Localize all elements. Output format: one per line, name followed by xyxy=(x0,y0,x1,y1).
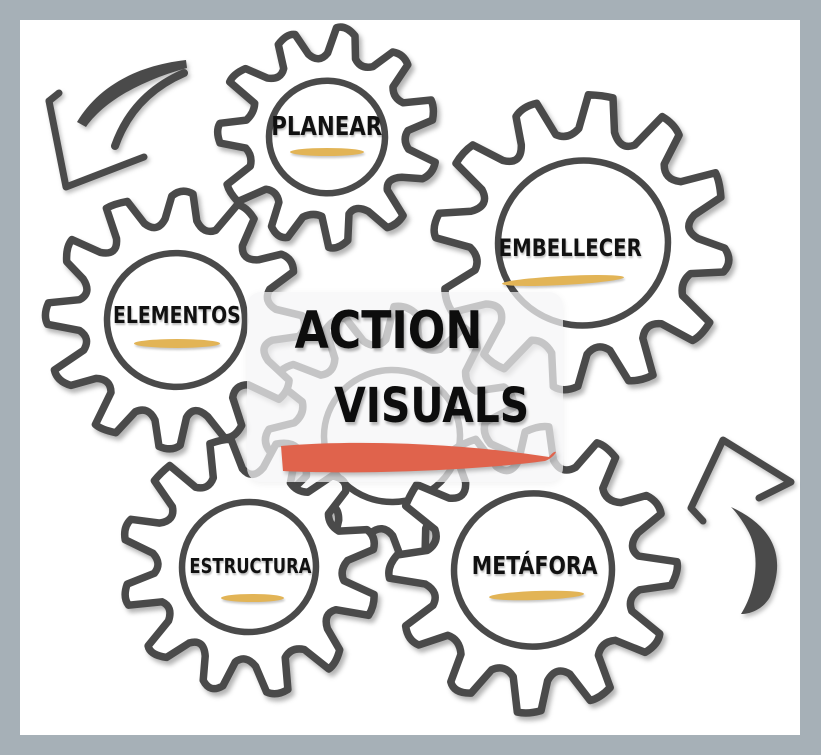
gear-underline-planear xyxy=(290,148,364,156)
title-line-2: VISUALS xyxy=(282,378,582,434)
gear-underline-elementos xyxy=(134,339,220,348)
gear-label-planear: PLANEAR xyxy=(217,112,437,142)
title-line-2-text: VISUALS xyxy=(334,378,530,434)
gear-label-embellecer: EMBELLECER xyxy=(450,234,690,262)
gear-label-planear-text: PLANEAR xyxy=(271,112,383,142)
gear-label-estructura: ESTRUCTURA xyxy=(140,554,360,578)
gear-label-embellecer-text: EMBELLECER xyxy=(498,234,642,262)
gear-label-elementos-text: ELEMENTOS xyxy=(113,303,241,329)
title-line-1: ACTION xyxy=(238,301,538,361)
gear-label-metafora: METÁFORA xyxy=(425,551,645,580)
title-line-1-text: ACTION xyxy=(294,301,482,361)
gear-underline-estructura xyxy=(221,594,284,602)
gear-label-estructura-text: ESTRUCTURA xyxy=(188,554,311,578)
gear-label-metafora-text: METÁFORA xyxy=(472,551,598,580)
